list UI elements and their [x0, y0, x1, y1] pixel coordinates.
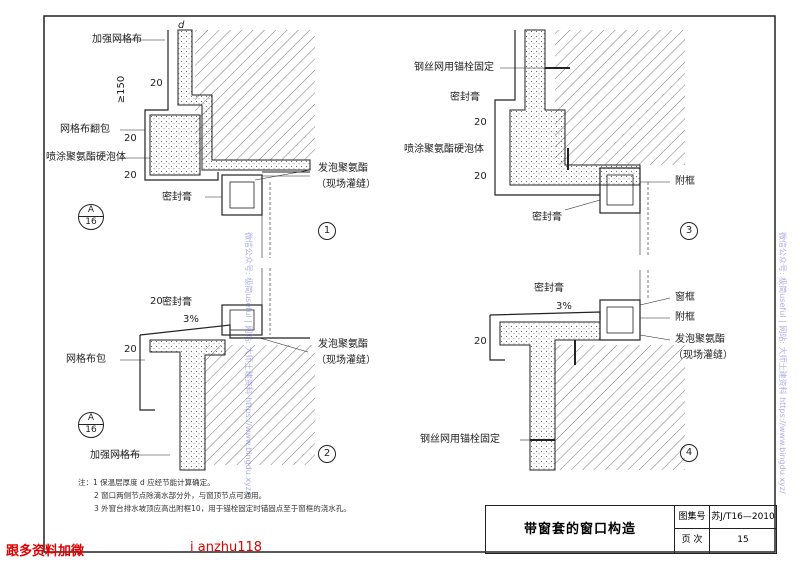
- mesh-wrap-label: 网格布翻包: [60, 124, 110, 135]
- window-frame: [221, 304, 263, 336]
- wall-hatch: [195, 30, 315, 160]
- detail-2: [115, 268, 315, 471]
- foam-pu-label: 发泡聚氨酯: [318, 339, 368, 350]
- slope-label: 3%: [556, 301, 572, 312]
- sub-frame-label: 附框: [675, 312, 695, 323]
- foam-pu-sub-label: （现场灌缝）: [673, 350, 733, 361]
- watermark-text: i anzhu118: [190, 540, 263, 555]
- atlas-value: 苏J/T16—2010: [710, 506, 776, 529]
- watermark-text: 微信公众号: 极简useful | 网站: 大师土建资料 https://www…: [778, 232, 787, 494]
- dim-20-label: 20: [474, 171, 487, 182]
- dim-20-label: 20: [124, 133, 137, 144]
- sill-slope: [139, 324, 310, 339]
- detail-number-1: 1: [318, 222, 336, 240]
- wall-hatch: [555, 345, 685, 470]
- detail-4: [489, 270, 685, 471]
- steel-mesh-anchor-label: 钢丝网用锚栓固定: [420, 434, 500, 445]
- sealant-label: 密封膏: [450, 92, 480, 103]
- foam-pu-sub-label: （现场灌缝）: [316, 179, 376, 190]
- drawing-title: 带窗套的窗口构造: [486, 506, 675, 553]
- detail-number-3: 3: [680, 222, 698, 240]
- title-block: 带窗套的窗口构造 图集号 苏J/T16—2010 页 次 15: [485, 505, 777, 554]
- insulation-layer: [149, 339, 226, 471]
- sealant-label: 密封膏: [162, 297, 192, 308]
- page-label: 页 次: [675, 529, 710, 553]
- foam-pu-sub-label: （现场灌缝）: [316, 355, 376, 366]
- sealant-label: 密封膏: [162, 192, 192, 203]
- insulation-layer: [509, 29, 641, 186]
- watermark-text: 微信公众号: 极简useful | 网站: 大师土建资料 https://www…: [244, 232, 253, 494]
- detail-number-2: 2: [318, 445, 336, 463]
- watermark-text: 跟多资料加微: [6, 544, 85, 559]
- spray-foam-label: 喷涂聚氨酯硬泡体: [404, 144, 484, 155]
- note-line: 2 窗口两侧节点除滴水部分外，与窗顶节点可通用。: [94, 491, 267, 500]
- page-value: 15: [737, 535, 749, 545]
- sealant-label: 密封膏: [532, 212, 562, 223]
- note-line: 注：1 保温层厚度 d 应经节能计算确定。: [78, 478, 215, 487]
- steel-mesh: [494, 30, 600, 196]
- note-line: 3 外窗台排水坡顶应高出附框10，用于锚栓固定时锚固点至于窗框的浇水孔。: [94, 504, 351, 513]
- mesh-wrap-label: 网格布包: [66, 354, 106, 365]
- dim-d-label: d: [178, 20, 185, 31]
- dim-20-label: 20: [150, 78, 163, 89]
- dim-20-label: 20: [474, 117, 487, 128]
- window-frame: [221, 174, 263, 216]
- insulation-layer: [177, 29, 311, 171]
- sheet-border: [43, 15, 776, 553]
- window-frame: [599, 299, 641, 341]
- foam-pu-label: 发泡聚氨酯: [675, 334, 725, 345]
- wall-hatch: [555, 30, 685, 165]
- foam-block: [149, 114, 201, 176]
- foam-pu-label: 发泡聚氨酯: [318, 163, 368, 174]
- reinforce-mesh-label: 加强网格布: [90, 450, 140, 461]
- notes: 注：1 保温层厚度 d 应经节能计算确定。 2 窗口两侧节点除滴水部分外，与窗顶…: [78, 476, 351, 515]
- atlas-label: 图集号: [675, 506, 710, 529]
- detail-3: [494, 29, 685, 255]
- steel-mesh-anchor-label: 钢丝网用锚栓固定: [414, 62, 494, 73]
- detail-number-4: 4: [680, 444, 698, 462]
- dim-20-label: 20: [474, 336, 487, 347]
- spray-foam-label: 喷涂聚氨酯硬泡体: [46, 152, 126, 163]
- sub-frame-label: 附框: [675, 176, 695, 187]
- detail-1: [115, 29, 315, 258]
- dim-20-label: 20: [124, 344, 137, 355]
- sill-slope: [489, 311, 601, 320]
- reinforce-mesh-label: 加强网格布: [92, 34, 142, 45]
- slope-label: 3%: [183, 314, 199, 325]
- dim-20-label: 20: [124, 170, 137, 181]
- wall-hatch: [205, 345, 315, 465]
- window-frame-label: 窗框: [675, 292, 695, 303]
- dim-150-label: ≥150: [116, 75, 128, 104]
- mesh-line: [144, 30, 219, 181]
- dim-20-label: 20: [150, 296, 163, 307]
- sealant-label: 密封膏: [534, 283, 564, 294]
